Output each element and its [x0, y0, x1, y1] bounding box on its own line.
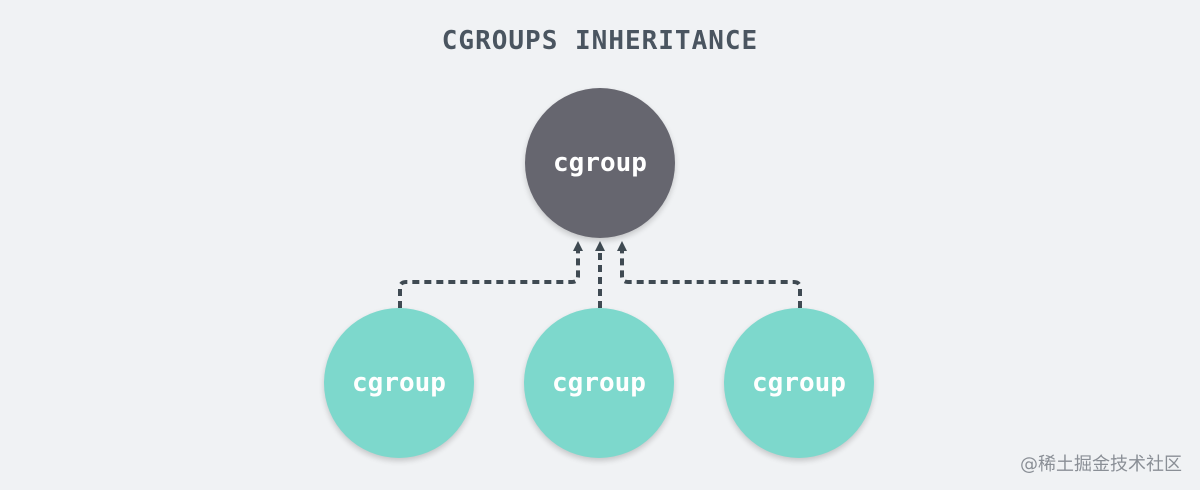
child-cgroup-node-1: cgroup [324, 308, 474, 458]
child-cgroup-node-2: cgroup [524, 308, 674, 458]
connector-right [617, 241, 802, 308]
connector-left [398, 241, 583, 308]
child-cgroup-label-3: cgroup [752, 368, 846, 398]
watermark: @稀土掘金技术社区 [1020, 454, 1182, 475]
parent-cgroup-label: cgroup [553, 148, 647, 178]
child-cgroup-label-1: cgroup [352, 368, 446, 398]
child-cgroup-node-3: cgroup [724, 308, 874, 458]
child-cgroup-label-2: cgroup [552, 368, 646, 398]
diagram-title: CGROUPS INHERITANCE [441, 26, 759, 56]
parent-cgroup-node: cgroup [525, 88, 675, 238]
